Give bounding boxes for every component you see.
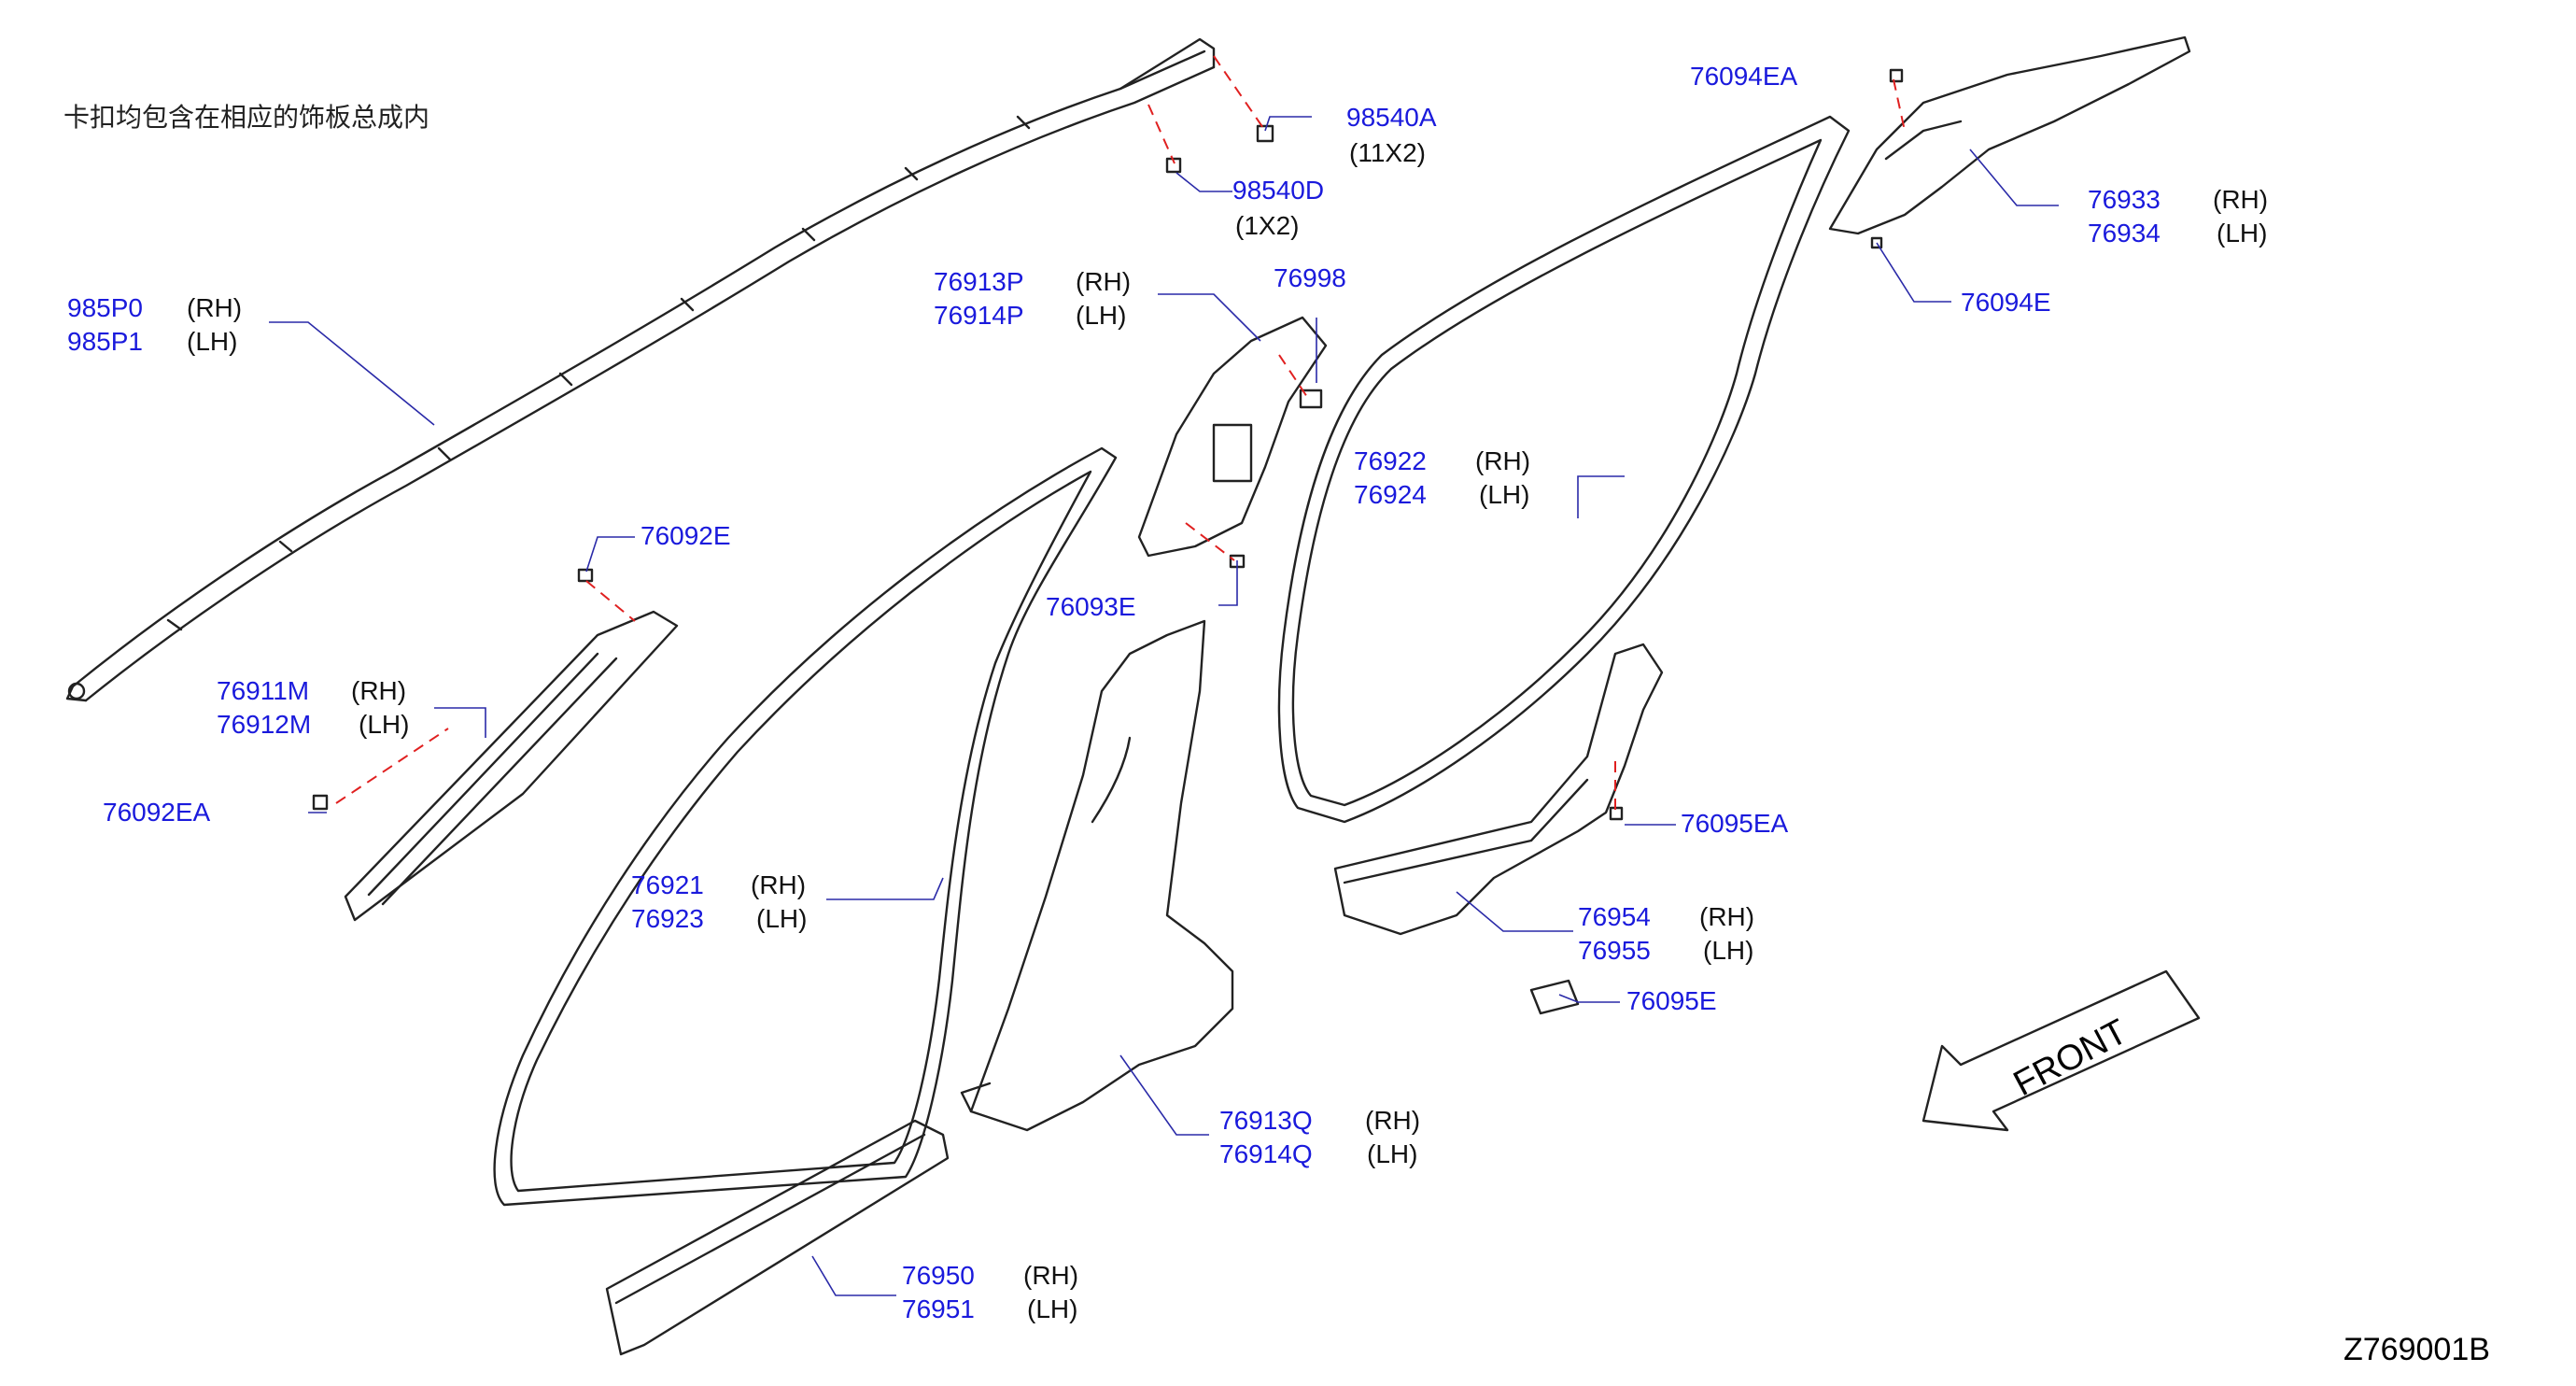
label-76998[interactable]: 76998 [1274,263,1346,292]
label-76912M-side: (LH) [359,710,410,739]
label-76923-side: (LH) [756,904,808,933]
label-76950-side: (RH) [1023,1261,1079,1290]
label-76921-side: (RH) [751,870,807,899]
label-98540D[interactable]: 98540D [1232,176,1325,205]
label-985P1[interactable]: 985P1 [67,327,143,356]
b-pillar-upper [1137,316,1328,558]
front-arrow [1921,969,2201,1132]
rear-door-weatherstrip [1277,115,1851,824]
label-76914Q[interactable]: 76914Q [1219,1139,1313,1168]
a-pillar-trim [344,610,679,922]
label-76094EA[interactable]: 76094EA [1690,62,1798,91]
label-76914P[interactable]: 76914P [934,301,1024,330]
label-76093E[interactable]: 76093E [1046,592,1136,621]
label-985P0-side: (RH) [187,293,243,322]
c-pillar-trim [1828,35,2191,235]
label-76914Q-side: (LH) [1367,1139,1418,1168]
label-76951[interactable]: 76951 [902,1294,975,1323]
label-76934-side: (LH) [2217,219,2268,248]
label-76924[interactable]: 76924 [1354,480,1427,509]
label-76933[interactable]: 76933 [2088,185,2161,214]
label-985P1-side: (LH) [187,327,238,356]
fastener-lines [335,55,1906,813]
curtain-airbag [65,37,1216,702]
diagram-code: Z769001B [2344,1332,2490,1367]
label-76951-side: (LH) [1027,1294,1078,1323]
label-76933-side: (RH) [2213,185,2269,214]
rear-kick-plate [1333,643,1664,936]
label-76912M[interactable]: 76912M [217,710,312,739]
label-76934[interactable]: 76934 [2088,219,2161,248]
label-76095EA[interactable]: 76095EA [1681,809,1789,838]
clip-note: 卡扣均包含在相应的饰板总成内 [63,102,430,133]
label-76095E[interactable]: 76095E [1626,986,1717,1015]
label-98540D-qty: (1X2) [1235,211,1300,240]
label-76092EA[interactable]: 76092EA [103,798,211,827]
label-76954-side: (RH) [1699,902,1755,931]
label-76924-side: (LH) [1479,480,1530,509]
label-76922-side: (RH) [1475,446,1531,475]
label-76913Q[interactable]: 76913Q [1219,1106,1313,1135]
label-98540A-qty: (11X2) [1349,138,1426,167]
label-76923[interactable]: 76923 [631,904,704,933]
front-door-weatherstrip [493,446,1118,1207]
label-76950[interactable]: 76950 [902,1261,975,1290]
label-76092E[interactable]: 76092E [640,521,731,550]
label-76094E[interactable]: 76094E [1961,288,2051,317]
label-98540A[interactable]: 98540A [1346,103,1437,132]
label-76954[interactable]: 76954 [1578,902,1651,931]
label-76955[interactable]: 76955 [1578,936,1651,965]
label-76911M[interactable]: 76911M [217,676,310,705]
leader-lines [269,116,2059,1296]
label-76922[interactable]: 76922 [1354,446,1427,475]
fasteners [312,68,1904,1015]
label-76921[interactable]: 76921 [631,870,704,899]
label-76913Q-side: (RH) [1365,1106,1421,1135]
label-76911M-side: (RH) [351,676,407,705]
label-985P0[interactable]: 985P0 [67,293,143,322]
front-kick-plate [605,1119,950,1356]
label-76955-side: (LH) [1703,936,1754,965]
b-pillar-lower [960,619,1234,1132]
label-76914P-side: (LH) [1076,301,1127,330]
label-76913P-side: (RH) [1076,267,1132,296]
label-76913P[interactable]: 76913P [934,267,1024,296]
